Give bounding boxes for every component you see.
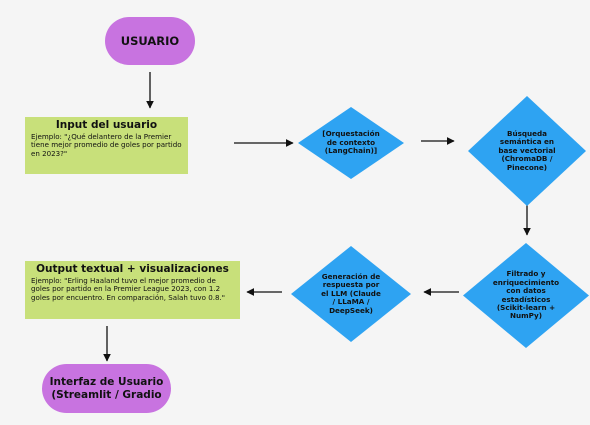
output-process-box: Output textual + visualizaciones Ejemplo… [25,261,240,319]
decision-filtrado: Filtrado y enriquecimiento con datos est… [463,243,589,348]
end-node-interfaz: Interfaz de Usuario (Streamlit / Gradio [42,364,171,413]
end-node-label: Interfaz de Usuario (Streamlit / Gradio [49,376,164,401]
decision-busqueda: Búsqueda semántica en base vectorial (Ch… [468,96,586,206]
input-process-box: Input del usuario Ejemplo: "¿Qué delante… [25,117,188,174]
generacion-label: Generación de respuesta por el LLM (Clau… [321,271,381,315]
output-title: Output textual + visualizaciones [36,263,229,275]
decision-orquestacion: [Orquestación de contexto (LangChain)] [298,107,404,179]
filtrado-label: Filtrado y enriquecimiento con datos est… [492,269,560,321]
orquestacion-label: [Orquestación de contexto (LangChain)] [322,129,380,156]
input-title: Input del usuario [55,119,158,131]
output-example: Ejemplo: "Erling Haaland tuvo el mejor p… [31,275,226,303]
decision-generacion: Generación de respuesta por el LLM (Clau… [291,246,411,342]
start-node-usuario: USUARIO [105,17,195,65]
busqueda-label: Búsqueda semántica en base vectorial (Ch… [498,128,556,172]
start-node-label: USUARIO [120,34,180,48]
input-example: Ejemplo: "¿Qué delantero de la Premier t… [31,131,182,159]
